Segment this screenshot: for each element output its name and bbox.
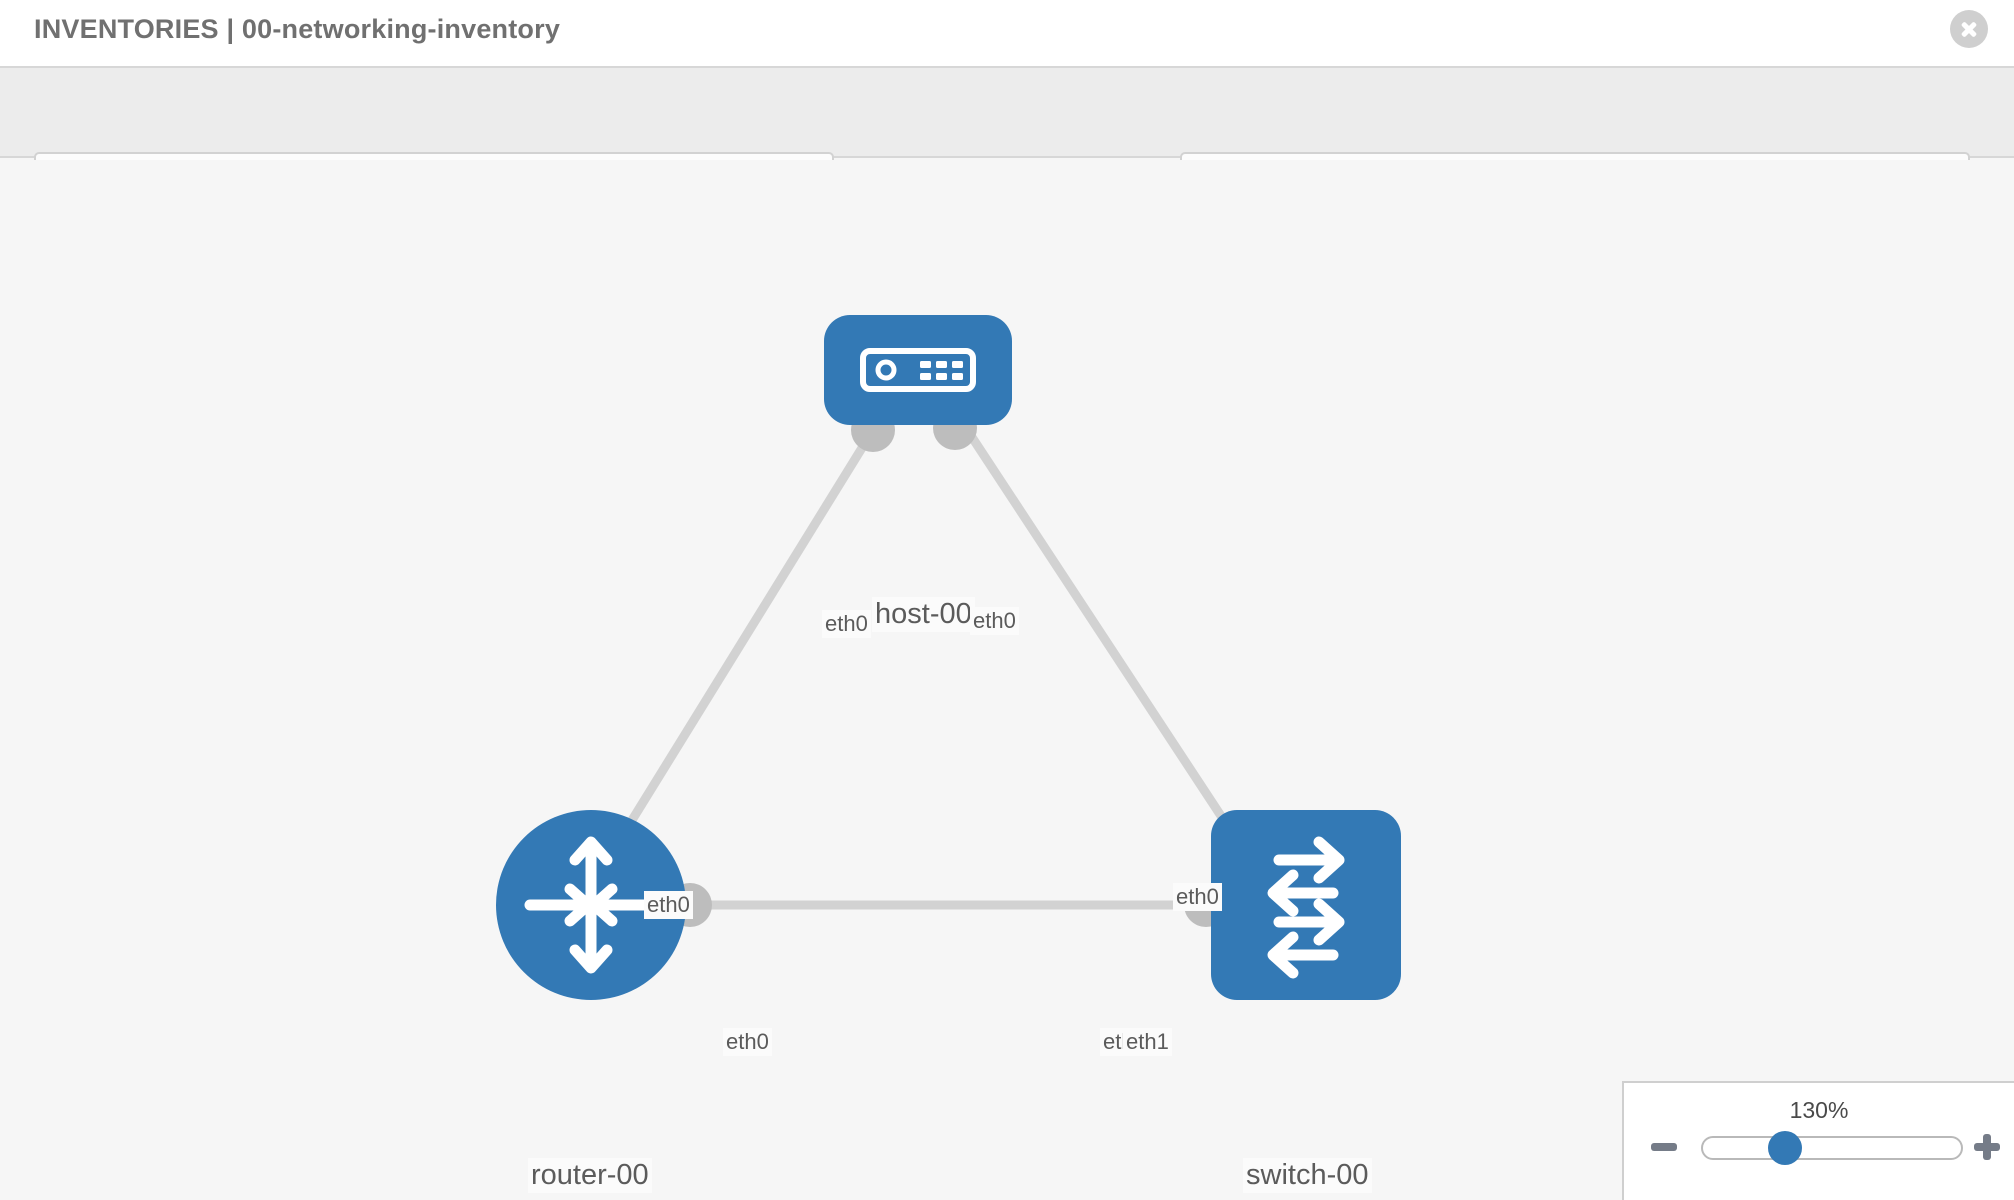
toolbar: ACTIONS SEARCH: [0, 68, 2014, 204]
edge-label-switch-uplink: eth0: [1173, 883, 1222, 911]
zoom-slider[interactable]: [1701, 1136, 1963, 1160]
switch-arrows-icon: [1267, 836, 1345, 979]
node-label-host-00: host-00: [872, 597, 975, 632]
edge-label-host-left: eth0: [822, 610, 871, 638]
edge-label-router-right: eth0: [723, 1028, 772, 1056]
link-connectors: [668, 406, 1257, 927]
titlebar: INVENTORIES | 00-networking-inventory: [0, 0, 2014, 68]
node-label-switch-00: switch-00: [1243, 1158, 1372, 1193]
router-arrows-icon: [524, 836, 658, 974]
server-icon: [860, 348, 976, 392]
close-icon[interactable]: [1950, 10, 1988, 48]
edge-label-host-right: eth0: [970, 607, 1019, 635]
link-host-switch: [958, 419, 1254, 863]
node-switch-00[interactable]: [1211, 810, 1401, 1000]
zoom-control-panel: 130%: [1622, 1081, 2014, 1200]
topology-canvas[interactable]: host-00 router-00 switch-00 eth0 eth0 et…: [0, 160, 2014, 1200]
plus-icon[interactable]: [1974, 1134, 2000, 1160]
edge-label-switch-left: eth1: [1123, 1028, 1172, 1056]
zoom-percentage: 130%: [1789, 1097, 1849, 1123]
zoom-slider-handle[interactable]: [1768, 1131, 1802, 1165]
page-title: INVENTORIES | 00-networking-inventory: [34, 14, 561, 44]
node-host-00[interactable]: [824, 315, 1012, 425]
edge-label-router-uplink: eth0: [644, 891, 693, 919]
link-host-router: [596, 419, 882, 875]
node-label-router-00: router-00: [528, 1158, 652, 1193]
minus-icon[interactable]: [1651, 1143, 1677, 1151]
